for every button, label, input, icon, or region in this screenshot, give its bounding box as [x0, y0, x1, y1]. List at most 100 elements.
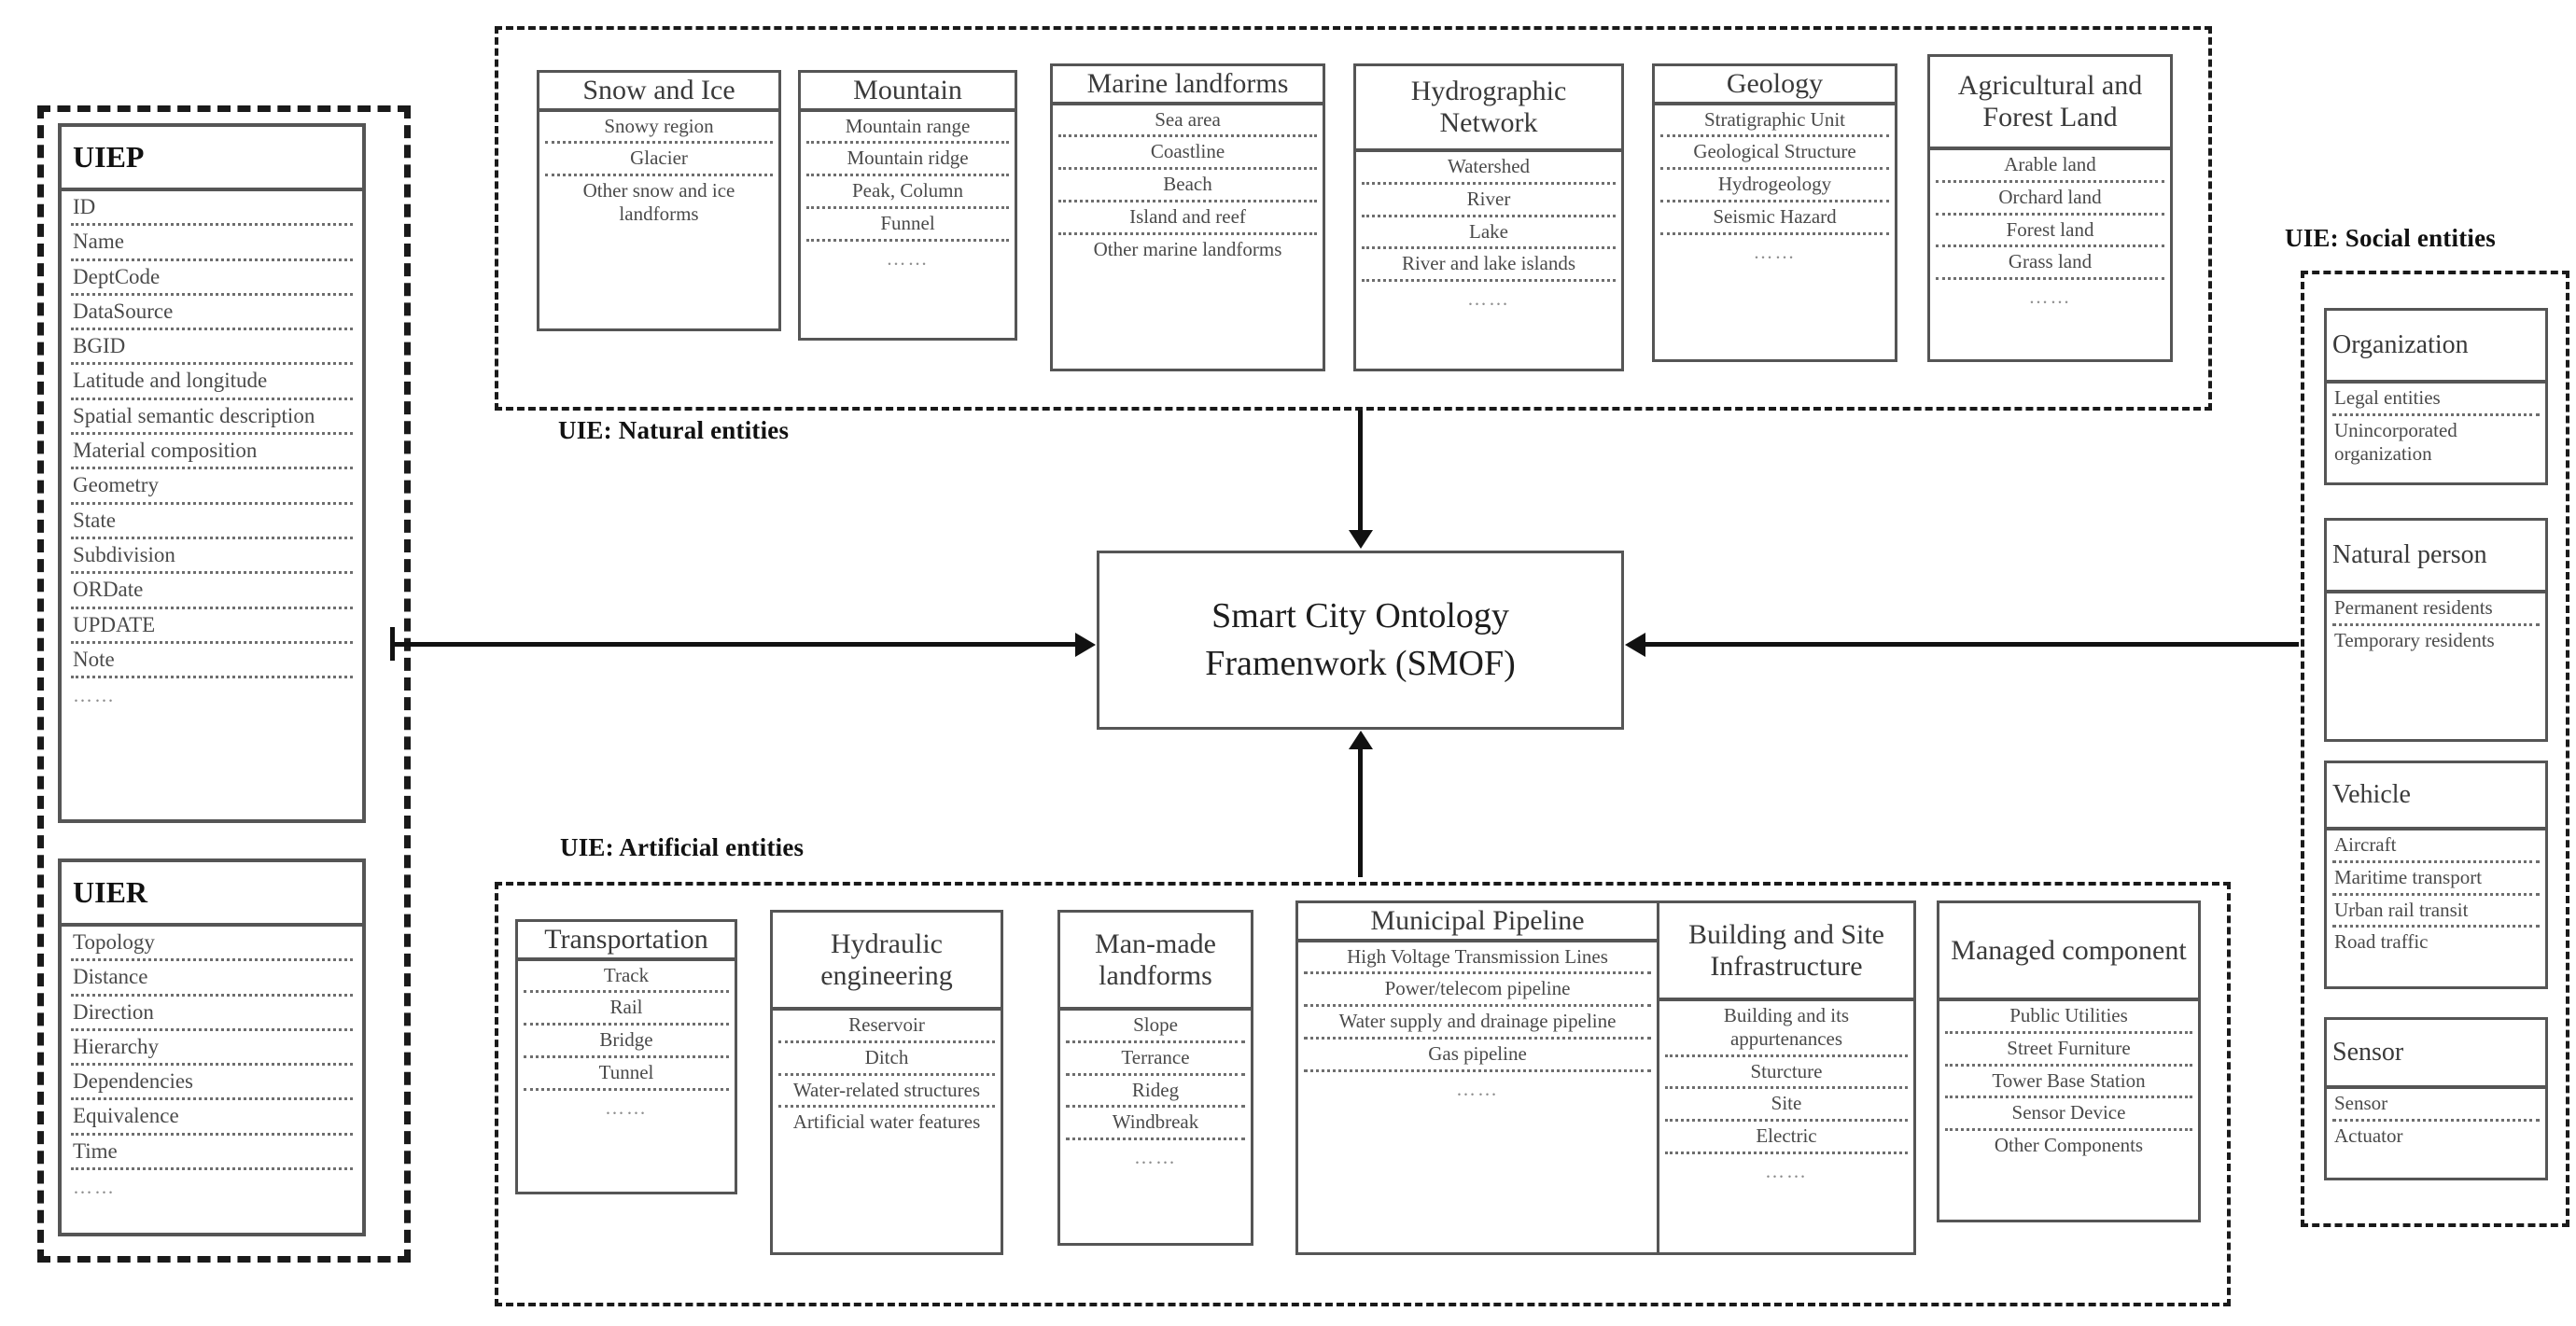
- card-uiep: UIEP ID Name DeptCode DataSource BGID La…: [58, 123, 366, 823]
- attr-row: Bridge: [524, 1026, 729, 1058]
- group-natural-entities: [495, 26, 2212, 411]
- card-uier-title: UIER: [62, 862, 362, 927]
- arrowhead-natural-to-center: [1349, 530, 1373, 549]
- card-attributes: Watershed River Lake River and lake isla…: [1356, 152, 1621, 369]
- card-sensor: Sensor Sensor Actuator: [2324, 1017, 2548, 1180]
- attr-ellipsis: ……: [73, 1176, 116, 1199]
- attr-row: ID: [71, 191, 353, 227]
- attr-row: Aircraft: [2332, 830, 2540, 863]
- arrow-right-to-center: [1645, 642, 2299, 647]
- attr-row: DataSource: [71, 296, 353, 331]
- card-agricultural-and-forest-land: Agricultural and Forest Land Arable land…: [1927, 54, 2173, 362]
- card-hydrographic-network: Hydrographic Network Watershed River Lak…: [1353, 63, 1624, 371]
- card-attributes: High Voltage Transmission Lines Power/te…: [1298, 942, 1657, 1252]
- attr-row: Building and its appurtenances: [1665, 1001, 1908, 1057]
- attr-row: Actuator: [2334, 1124, 2403, 1147]
- attr-row: High Voltage Transmission Lines: [1304, 942, 1651, 975]
- card-municipal-pipeline: Municipal Pipeline High Voltage Transmis…: [1295, 900, 1659, 1255]
- attr-row: Island and reef: [1058, 202, 1317, 235]
- group-artificial-entities: [495, 882, 2231, 1306]
- attr-row: Other marine landforms: [1093, 237, 1282, 260]
- attr-row: Distance: [71, 961, 353, 997]
- attr-row: DeptCode: [71, 261, 353, 296]
- attr-row: Beach: [1058, 170, 1317, 202]
- card-attributes: Slope Terrance Rideg Windbreak ……: [1060, 1011, 1251, 1243]
- attr-ellipsis: ……: [1456, 1077, 1499, 1100]
- card-attributes: Public Utilities Street Furniture Tower …: [1939, 1001, 2198, 1220]
- attr-row: Sea area: [1058, 105, 1317, 138]
- attr-row: Time: [71, 1136, 353, 1171]
- attr-row: Unincorporated organization: [2334, 418, 2457, 465]
- attr-row: Mountain range: [806, 112, 1009, 145]
- arrowhead-right-to-center: [1625, 633, 1645, 657]
- group-social-entities: [2301, 271, 2569, 1227]
- arrow-left-stub: [390, 627, 395, 661]
- attr-row: Reservoir: [778, 1011, 995, 1043]
- card-title: Hydrographic Network: [1356, 66, 1621, 152]
- attr-row: Hydrogeology: [1660, 170, 1889, 202]
- attr-row: River and lake islands: [1362, 249, 1616, 283]
- label-natural-entities: UIE: Natural entities: [558, 416, 790, 444]
- attr-row: Other snow and ice landforms: [582, 179, 735, 225]
- attr-ellipsis: ……: [886, 246, 930, 270]
- attr-row: Windbreak: [1066, 1108, 1245, 1141]
- arrow-natural-to-center: [1358, 411, 1363, 532]
- attr-row: Note: [71, 644, 353, 679]
- card-title: Mountain: [801, 73, 1015, 112]
- card-title: Man-made landforms: [1060, 913, 1251, 1011]
- label-artificial-entities: UIE: Artificial entities: [560, 833, 805, 861]
- card-natural-person: Natural person Permanent residents Tempo…: [2324, 518, 2548, 742]
- arrowhead-left-to-center: [1075, 633, 1096, 657]
- attr-row: Peak, Column: [806, 176, 1009, 209]
- card-attributes: Stratigraphic Unit Geological Structure …: [1655, 105, 1895, 359]
- card-title: Transportation: [518, 922, 735, 961]
- arrow-left-to-center: [390, 642, 1076, 647]
- card-title: Building and Site Infrastructure: [1659, 903, 1913, 1001]
- card-title: Geology: [1655, 66, 1895, 105]
- attr-ellipsis: ……: [1765, 1159, 1808, 1182]
- attr-row: Geometry: [71, 469, 353, 505]
- card-attributes: Building and its appurtenances Sturcture…: [1659, 1001, 1913, 1252]
- attr-row: Subdivision: [71, 539, 353, 575]
- card-title: Organization: [2327, 311, 2545, 384]
- card-marine-landforms: Marine landforms Sea area Coastline Beac…: [1050, 63, 1325, 371]
- card-vehicle: Vehicle Aircraft Maritime transport Urba…: [2324, 761, 2548, 989]
- attr-row: Temporary residents: [2334, 628, 2495, 651]
- card-title: Managed component: [1939, 903, 2198, 1001]
- attr-row: Urban rail transit: [2332, 896, 2540, 928]
- attr-row: Funnel: [806, 209, 1009, 242]
- attr-row: Terrance: [1066, 1043, 1245, 1076]
- attr-row: Watershed: [1362, 152, 1616, 185]
- attr-row: Permanent residents: [2332, 593, 2540, 626]
- card-attributes: Mountain range Mountain ridge Peak, Colu…: [801, 112, 1015, 338]
- attr-ellipsis: ……: [1134, 1146, 1177, 1169]
- attr-row: BGID: [71, 330, 353, 366]
- attr-row: Coastline: [1058, 137, 1317, 171]
- attr-row: Site: [1665, 1089, 1908, 1123]
- group-uiep-uier: [37, 105, 411, 1263]
- attr-row: Gas pipeline: [1304, 1040, 1651, 1072]
- attr-row: Slope: [1066, 1011, 1245, 1043]
- attr-row: Hierarchy: [71, 1031, 353, 1067]
- attr-row: Sturcture: [1665, 1057, 1908, 1090]
- card-title: Agricultural and Forest Land: [1930, 57, 2170, 150]
- card-mountain: Mountain Mountain range Mountain ridge P…: [798, 70, 1017, 341]
- attr-row: Water-related structures: [778, 1076, 995, 1109]
- attr-row: Road traffic: [2334, 930, 2429, 954]
- card-organization: Organization Legal entities Unincorporat…: [2324, 308, 2548, 485]
- arrow-artificial-to-center: [1358, 747, 1363, 877]
- card-title: Hydraulic engineering: [773, 913, 1001, 1011]
- card-snow-and-ice: Snow and Ice Snowy region Glacier Other …: [537, 70, 781, 331]
- attr-row: Power/telecom pipeline: [1304, 974, 1651, 1008]
- attr-row: Street Furniture: [1945, 1034, 2192, 1067]
- attr-ellipsis: ……: [1467, 287, 1510, 311]
- card-title: Sensor: [2327, 1020, 2545, 1089]
- card-hydraulic-engineering: Hydraulic engineering Reservoir Ditch Wa…: [770, 910, 1003, 1255]
- attr-row: Forest land: [1936, 216, 2164, 248]
- card-transportation: Transportation Track Rail Bridge Tunnel …: [515, 919, 737, 1194]
- card-attributes: Sea area Coastline Beach Island and reef…: [1053, 105, 1323, 369]
- attr-row: Stratigraphic Unit: [1660, 105, 1889, 138]
- card-attributes: Track Rail Bridge Tunnel ……: [518, 961, 735, 1192]
- card-attributes: Arable land Orchard land Forest land Gra…: [1930, 150, 2170, 359]
